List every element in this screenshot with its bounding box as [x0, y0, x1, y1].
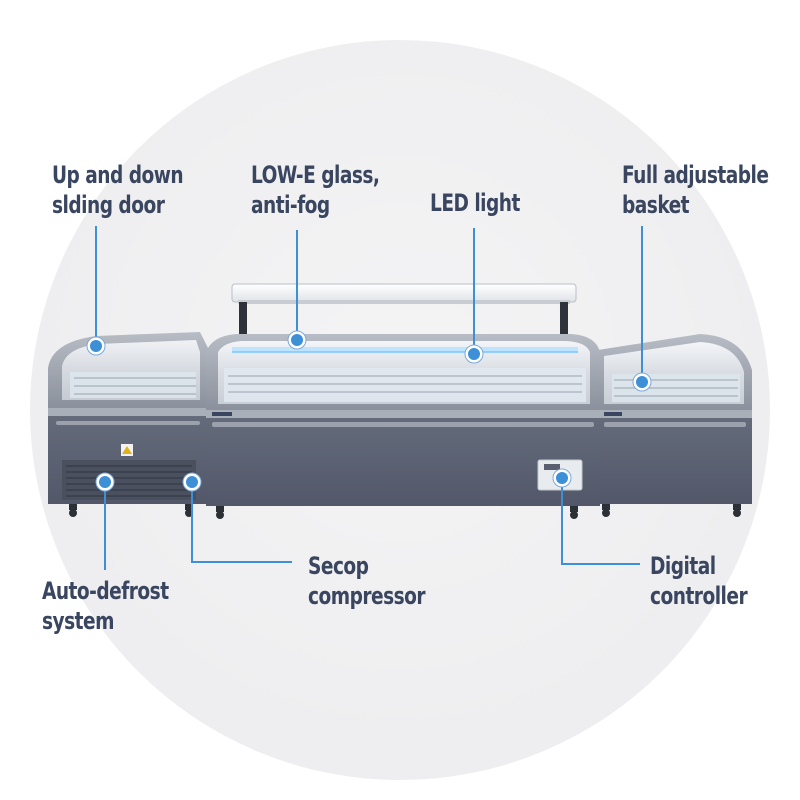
label-line: controller — [650, 582, 748, 610]
marker-controller — [552, 468, 572, 488]
label-line: anti-fog — [251, 191, 330, 219]
label-line: LED light — [430, 189, 520, 217]
label-line: basket — [622, 191, 690, 219]
casters — [69, 504, 741, 519]
left-cabinet — [48, 332, 208, 504]
callout-markers — [86, 330, 652, 492]
label-line: slding door — [52, 191, 165, 219]
marker-basket — [632, 372, 652, 392]
led-canopy — [231, 283, 577, 342]
right-cabinet — [598, 334, 752, 504]
label-led-light: LED light — [430, 188, 520, 218]
label-controller: Digital controller — [650, 551, 748, 611]
callout-lines — [95, 226, 643, 570]
label-line: Full adjustable — [622, 161, 769, 189]
label-low-e-glass: LOW-E glass, anti-fog — [251, 160, 380, 220]
label-line: compressor — [308, 582, 426, 610]
label-line: system — [42, 607, 114, 635]
label-compressor: Secop compressor — [308, 551, 426, 611]
label-auto-defrost: Auto-defrost system — [42, 576, 169, 636]
label-line: Up and down — [52, 161, 184, 189]
center-cabinet — [206, 334, 600, 506]
label-sliding-door: Up and down slding door — [52, 160, 184, 220]
line-compressor — [191, 484, 292, 563]
label-basket: Full adjustable basket — [622, 160, 769, 220]
label-line: Digital — [650, 552, 716, 580]
marker-led-light — [464, 344, 484, 364]
label-line: Auto-defrost — [42, 577, 169, 605]
line-controller — [561, 480, 640, 565]
marker-sliding-door — [86, 336, 106, 356]
marker-low-e-glass — [287, 330, 307, 350]
marker-compressor — [182, 472, 202, 492]
label-line: Secop — [308, 552, 369, 580]
marker-auto-defrost — [95, 472, 115, 492]
label-line: LOW-E glass, — [251, 161, 380, 189]
